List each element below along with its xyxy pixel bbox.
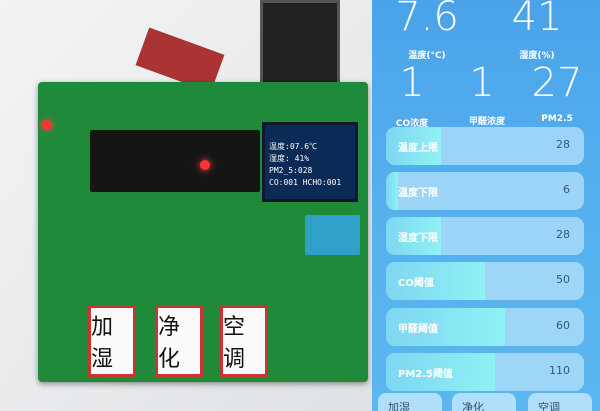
oled-line: PM2_5:028: [269, 166, 313, 175]
humidity-value: 41: [511, 0, 563, 40]
led-indicator: [200, 160, 210, 170]
slider-value: 60: [556, 319, 570, 332]
oled-line: 温度:07.6℃: [269, 142, 318, 151]
oled-line: 湿度: 41%: [269, 154, 310, 163]
relay-label-ac: 空调: [220, 305, 268, 377]
pm25-value: 27: [531, 60, 583, 106]
oled-line: CO:001 HCHO:001: [269, 178, 342, 187]
slider-label: 温度上限: [398, 143, 438, 154]
slider-fill: [386, 217, 442, 255]
slider-co-threshold[interactable]: CO阈值 50: [386, 262, 584, 300]
co-label: CO浓度: [395, 119, 429, 129]
microcontroller-board: [90, 130, 260, 192]
temperature-label: 温度(°C): [408, 51, 446, 61]
slider-fill: [386, 172, 398, 210]
slider-fill: [386, 262, 485, 300]
slider-label: 温度下限: [398, 188, 438, 199]
slider-fill: [386, 353, 495, 391]
slider-formaldehyde-threshold[interactable]: 甲醛阈值 60: [386, 308, 584, 346]
slider-label: PM2.5阈值: [398, 369, 453, 380]
slider-fill: [386, 127, 442, 165]
slider-label: 湿度下限: [398, 233, 438, 244]
humidity-sensor: [305, 215, 360, 255]
formaldehyde-label: 甲醛浓度: [468, 117, 505, 127]
slider-value: 28: [556, 228, 570, 241]
oled-display: 温度:07.6℃ 湿度: 41% PM2_5:028 CO:001 HCHO:0…: [262, 122, 358, 202]
ac-button[interactable]: 空调: [528, 393, 592, 411]
formaldehyde-value: 1: [469, 60, 495, 106]
wifi-module: [260, 0, 340, 90]
humidity-label: 湿度(%): [519, 51, 555, 61]
slider-label: CO阈值: [398, 278, 434, 289]
slider-temp-upper[interactable]: 温度上限 28: [386, 127, 584, 165]
slider-label: 甲醛阈值: [398, 324, 438, 335]
pm25-label: PM2.5: [541, 114, 573, 124]
slider-humidity-lower[interactable]: 湿度下限 28: [386, 217, 584, 255]
phone-app-screen: 7.6 41 温度(°C) 湿度(%) 1 1 27 CO浓度 甲醛浓度 PM2…: [372, 0, 600, 411]
humidify-button[interactable]: 加湿: [378, 393, 442, 411]
slider-pm25-threshold[interactable]: PM2.5阈值 110: [386, 353, 584, 391]
slider-temp-lower[interactable]: 温度下限 6: [386, 172, 584, 210]
slider-value: 6: [563, 183, 570, 196]
slider-value: 110: [549, 364, 570, 377]
relay-label-purify: 净化: [155, 305, 203, 377]
temperature-value: 7.6: [395, 0, 459, 40]
slider-fill: [386, 308, 505, 346]
led-indicator: [42, 120, 52, 130]
relay-label-humidify: 加湿: [88, 305, 136, 377]
slider-value: 28: [556, 138, 570, 151]
purify-button[interactable]: 净化: [452, 393, 516, 411]
slider-value: 50: [556, 273, 570, 286]
co-value: 1: [399, 60, 425, 106]
